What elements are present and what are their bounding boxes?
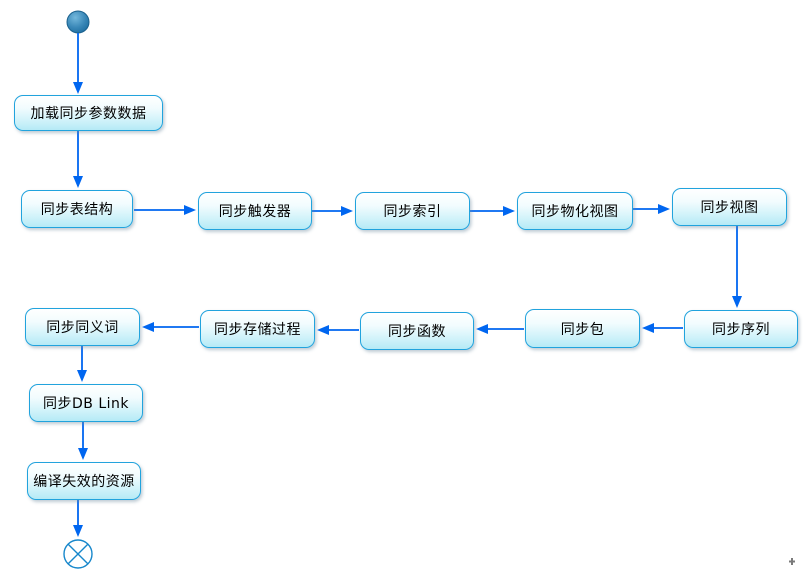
flow-arrow-sync-table-to-trigger	[134, 205, 196, 215]
flow-arrow-package-to-function	[476, 324, 524, 334]
activity-node-load-sync-params: 加载同步参数数据	[14, 95, 163, 131]
activity-node-sync-function: 同步函数	[360, 312, 474, 350]
activity-node-compile-invalid-resources: 编译失效的资源	[27, 462, 141, 500]
flow-arrow-stored-procedure-to-synonym	[142, 322, 199, 332]
flow-arrow-start-to-load-params	[73, 33, 83, 94]
activity-node-sync-synonym: 同步同义词	[25, 308, 140, 346]
mouse-cursor-artifact	[789, 558, 795, 565]
activity-node-sync-stored-procedure: 同步存储过程	[200, 310, 315, 348]
flow-arrow-db-link-to-compile	[78, 422, 88, 460]
flow-arrow-function-to-stored-procedure	[317, 325, 359, 335]
flow-arrow-index-to-materialized-view	[470, 206, 515, 216]
flow-arrow-sequence-to-package	[642, 323, 683, 333]
activity-node-sync-table-structure: 同步表结构	[21, 190, 133, 228]
flow-arrow-load-params-to-sync-table	[73, 131, 83, 188]
flow-arrow-view-to-sequence	[732, 226, 742, 308]
activity-node-sync-view: 同步视图	[672, 188, 787, 226]
activity-node-sync-trigger: 同步触发器	[198, 192, 312, 230]
activity-node-sync-db-link: 同步DB Link	[29, 384, 143, 422]
end-node	[63, 539, 93, 569]
flow-arrow-synonym-to-db-link	[77, 346, 87, 382]
activity-node-sync-index: 同步索引	[355, 192, 470, 230]
activity-node-sync-package: 同步包	[525, 309, 640, 348]
activity-node-sync-materialized-view: 同步物化视图	[517, 192, 633, 230]
start-node	[66, 10, 90, 34]
activity-node-sync-sequence: 同步序列	[684, 310, 798, 348]
flow-arrow-trigger-to-index	[312, 206, 353, 216]
flow-arrow-compile-to-end	[73, 500, 83, 537]
flow-arrow-materialized-view-to-view	[633, 204, 670, 214]
